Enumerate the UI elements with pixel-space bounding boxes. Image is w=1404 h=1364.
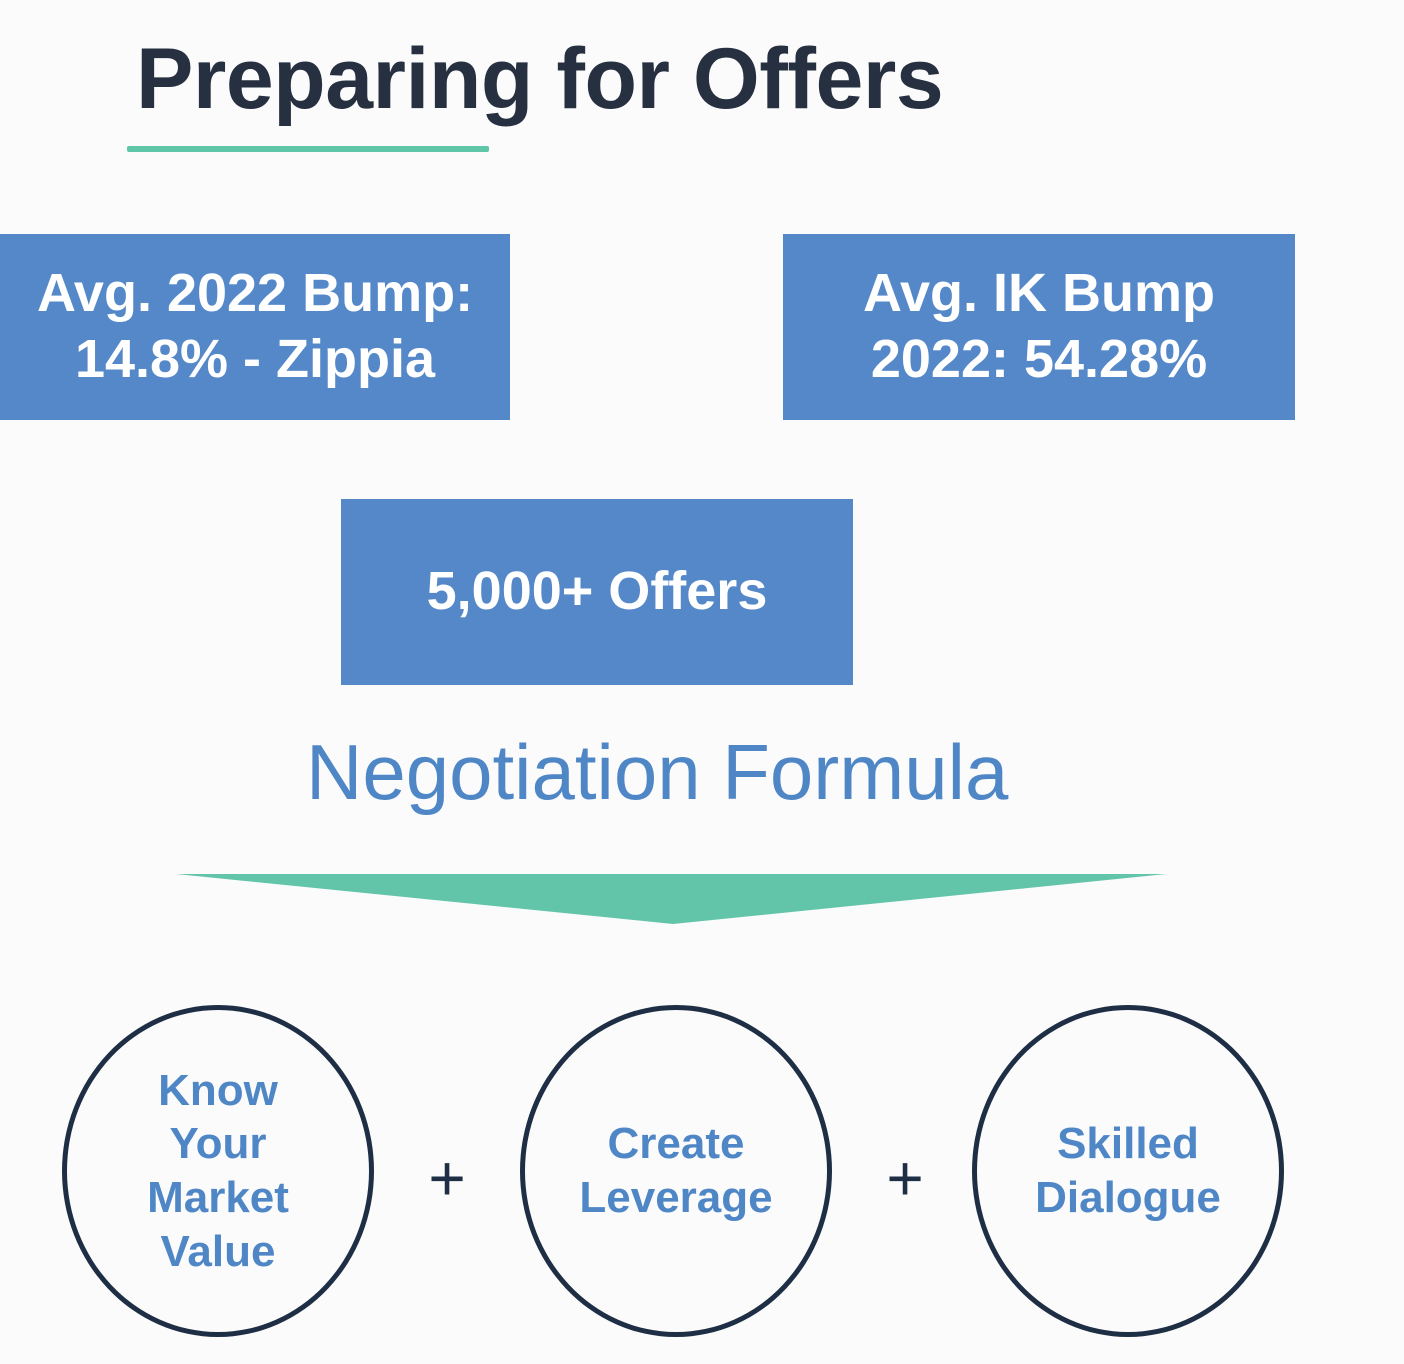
stat-text-avg-2022-bump: Avg. 2022 Bump: 14.8% - Zippia xyxy=(36,263,474,389)
stat-box-avg-2022-bump: Avg. 2022 Bump: 14.8% - Zippia xyxy=(0,234,510,420)
plus-operator: + xyxy=(428,1142,466,1214)
formula-component-label: Skilled Dialogue xyxy=(1035,1119,1221,1222)
funnel-arrow-shape xyxy=(176,874,1166,924)
formula-circle-create-leverage: Create Leverage xyxy=(520,1005,832,1337)
formula-component-label: Create Leverage xyxy=(579,1119,773,1222)
plus-operator: + xyxy=(886,1142,924,1214)
formula-circle-skilled-dialogue: Skilled Dialogue xyxy=(972,1005,1284,1337)
page-title: Preparing for Offers xyxy=(136,31,944,127)
formula-heading: Negotiation Formula xyxy=(306,728,1009,816)
stat-box-avg-ik-bump: Avg. IK Bump 2022: 54.28% xyxy=(783,234,1295,420)
stat-text-offers: 5,000+ Offers xyxy=(426,561,768,622)
title-underline xyxy=(127,146,489,152)
formula-circle-market-value: Know Your Market Value xyxy=(62,1005,374,1337)
stat-text-avg-ik-bump: Avg. IK Bump 2022: 54.28% xyxy=(862,263,1215,389)
formula-component-label: Know Your Market Value xyxy=(147,1065,289,1276)
stat-box-offers: 5,000+ Offers xyxy=(341,499,853,685)
